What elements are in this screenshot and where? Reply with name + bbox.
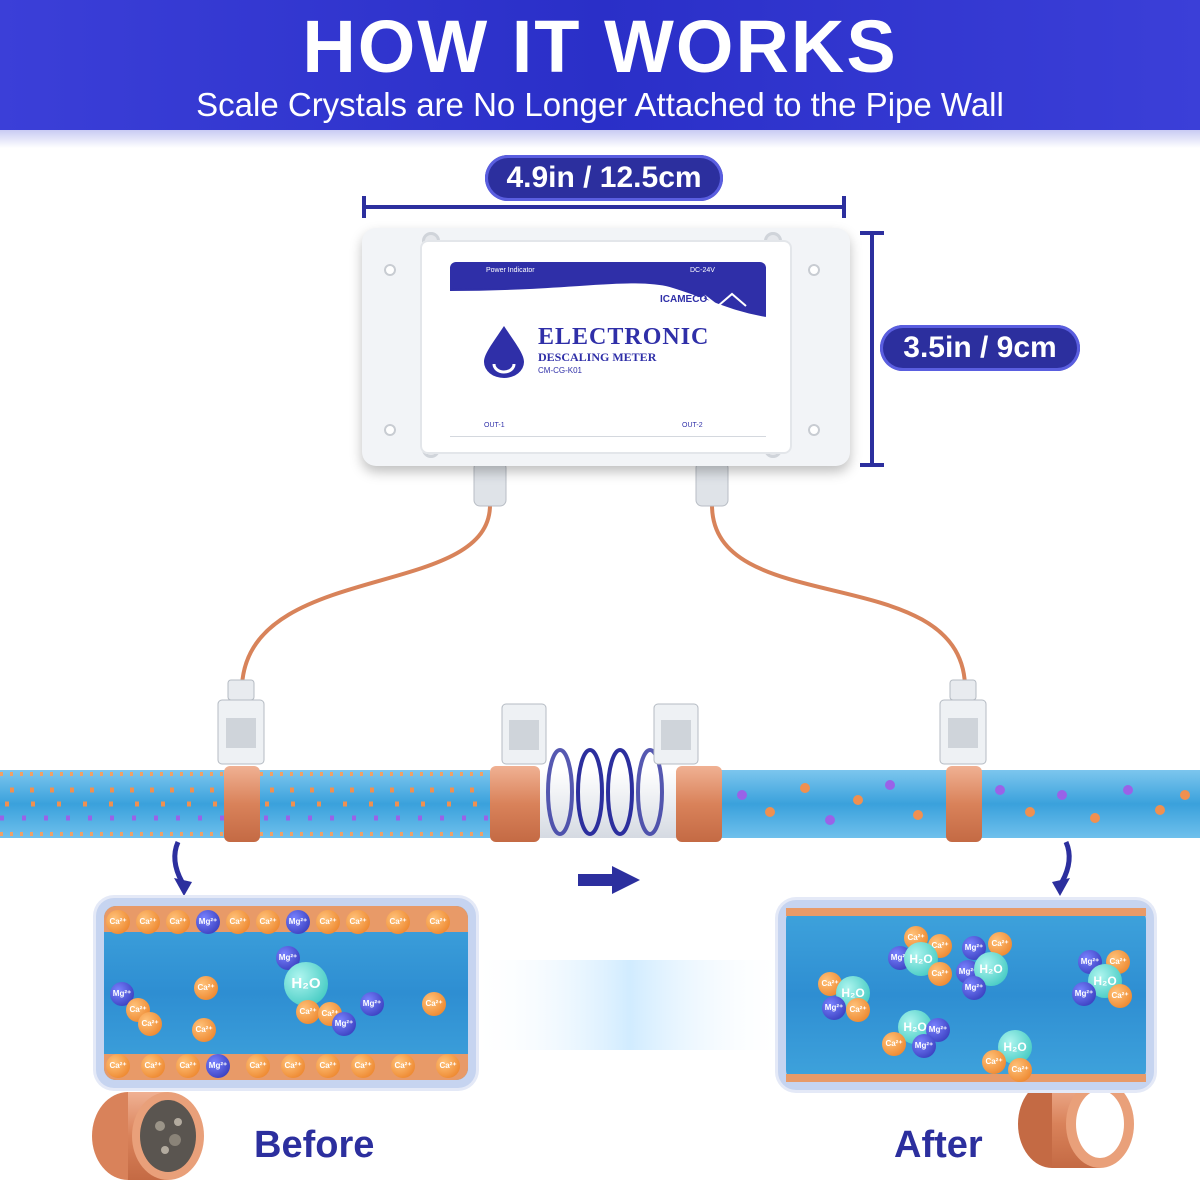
calcium-ion: Ca²⁺ bbox=[426, 910, 450, 934]
calcium-ion: Ca²⁺ bbox=[176, 1054, 200, 1078]
calcium-ion: Ca²⁺ bbox=[351, 1054, 375, 1078]
magnesium-ion: Mg²⁺ bbox=[1072, 982, 1096, 1006]
clean-pipe-image bbox=[1018, 1080, 1134, 1168]
magnesium-ion: Mg²⁺ bbox=[196, 910, 220, 934]
mounting-hole bbox=[808, 264, 820, 276]
device-faceplate: Power Indicator DC-24V ICAMECO ELECTRONI… bbox=[420, 240, 792, 454]
copper-band-3 bbox=[676, 766, 722, 842]
out2-label: OUT-2 bbox=[682, 422, 703, 429]
calcium-ion: Ca²⁺ bbox=[1108, 984, 1132, 1008]
calcium-ion: Ca²⁺ bbox=[192, 1018, 216, 1042]
calcium-ion: Ca²⁺ bbox=[1008, 1058, 1032, 1082]
copper-band-1 bbox=[224, 766, 260, 842]
before-label: Before bbox=[254, 1124, 375, 1166]
descaling-device: Power Indicator DC-24V ICAMECO ELECTRONI… bbox=[362, 228, 850, 466]
calcium-ion: Ca²⁺ bbox=[281, 1054, 305, 1078]
magnesium-ion: Mg²⁺ bbox=[286, 910, 310, 934]
arrow-down-right-icon bbox=[1059, 840, 1072, 884]
cable-right bbox=[710, 504, 967, 686]
model-number: CM-CG-K01 bbox=[538, 366, 583, 375]
dc-input-label: DC-24V bbox=[690, 267, 715, 274]
page-subtitle: Scale Crystals are No Longer Attached to… bbox=[196, 86, 1004, 123]
magnesium-ion: Mg²⁺ bbox=[110, 982, 134, 1006]
calcium-ion: Ca²⁺ bbox=[391, 1054, 415, 1078]
clamp-blocks bbox=[217, 679, 987, 765]
header-fade bbox=[0, 130, 1200, 148]
pipe-wall-bottom bbox=[786, 1074, 1146, 1082]
calcium-ion: Ca²⁺ bbox=[106, 910, 130, 934]
cable-left bbox=[240, 504, 492, 686]
product-name: ELECTRONIC bbox=[538, 324, 710, 350]
calcium-ion: Ca²⁺ bbox=[928, 962, 952, 986]
page-title: HOW IT WORKS bbox=[302, 5, 898, 88]
before-panel: Ca²⁺ Ca²⁺ Ca²⁺ Mg²⁺ Ca²⁺ Ca²⁺ Mg²⁺ Ca²⁺ … bbox=[96, 898, 476, 1088]
calcium-ion: Ca²⁺ bbox=[126, 998, 150, 1022]
magnesium-ion: Mg²⁺ bbox=[206, 1054, 230, 1078]
calcium-ion: Ca²⁺ bbox=[194, 976, 218, 1000]
after-label: After bbox=[894, 1124, 983, 1166]
magnesium-ion: Mg²⁺ bbox=[1078, 950, 1102, 974]
divider bbox=[450, 436, 766, 437]
calcium-ion: Ca²⁺ bbox=[316, 1054, 340, 1078]
product-subtitle: DESCALING METER bbox=[538, 350, 657, 364]
out1-label: OUT-1 bbox=[484, 422, 505, 429]
after-panel: Ca²⁺ Ca²⁺ Mg²⁺ H₂O Ca²⁺ Mg²⁺ Ca²⁺ Mg²⁺ H… bbox=[778, 900, 1154, 1090]
calcium-ion: Ca²⁺ bbox=[346, 910, 370, 934]
calcium-ion: Ca²⁺ bbox=[296, 1000, 320, 1024]
calcium-ion: Ca²⁺ bbox=[982, 1050, 1006, 1074]
mounting-hole bbox=[808, 424, 820, 436]
calcium-ion: Ca²⁺ bbox=[106, 1054, 130, 1078]
calcium-ion: Ca²⁺ bbox=[136, 910, 160, 934]
height-dimension-label: 3.5in / 9cm bbox=[880, 325, 1080, 371]
magnesium-ion: Mg²⁺ bbox=[360, 992, 384, 1016]
width-dimension-label: 4.9in / 12.5cm bbox=[485, 155, 723, 201]
pipe-wall-top bbox=[786, 908, 1146, 916]
mounting-hole bbox=[384, 264, 396, 276]
water-drop-icon bbox=[484, 326, 524, 378]
label-wave bbox=[450, 281, 766, 336]
calcium-ion: Ca²⁺ bbox=[846, 998, 870, 1022]
header-banner bbox=[0, 0, 1200, 130]
calcium-ion: Ca²⁺ bbox=[166, 910, 190, 934]
calcium-ion: Ca²⁺ bbox=[316, 910, 340, 934]
calcium-ion: Ca²⁺ bbox=[256, 910, 280, 934]
water-molecule: H₂O bbox=[284, 962, 328, 1006]
scale-particles-right bbox=[737, 780, 1190, 825]
power-indicator-label: Power Indicator bbox=[486, 267, 535, 274]
copper-band-4 bbox=[946, 766, 982, 842]
signal-wave bbox=[546, 748, 664, 836]
calcium-ion: Ca²⁺ bbox=[422, 992, 446, 1016]
calcium-ion: Ca²⁺ bbox=[436, 1054, 460, 1078]
arrow-down-left-icon bbox=[172, 840, 185, 884]
calcium-ion: Ca²⁺ bbox=[141, 1054, 165, 1078]
brand-logo: ICAMECO bbox=[660, 294, 708, 305]
calcium-ion: Ca²⁺ bbox=[138, 1012, 162, 1036]
magnesium-ion: Mg²⁺ bbox=[332, 1012, 356, 1036]
magnesium-ion: Mg²⁺ bbox=[962, 976, 986, 1000]
magnesium-ion: Mg²⁺ bbox=[822, 996, 846, 1020]
copper-band-2 bbox=[490, 766, 540, 842]
calcium-ion: Ca²⁺ bbox=[226, 910, 250, 934]
calcium-ion: Ca²⁺ bbox=[386, 910, 410, 934]
calcium-ion: Ca²⁺ bbox=[882, 1032, 906, 1056]
calcium-ion: Ca²⁺ bbox=[246, 1054, 270, 1078]
clogged-pipe-image bbox=[92, 1092, 204, 1180]
mounting-hole bbox=[384, 424, 396, 436]
flow-arrow-icon bbox=[578, 866, 640, 894]
water-molecule: H₂O bbox=[998, 1030, 1032, 1064]
magnesium-ion: Mg²⁺ bbox=[912, 1034, 936, 1058]
